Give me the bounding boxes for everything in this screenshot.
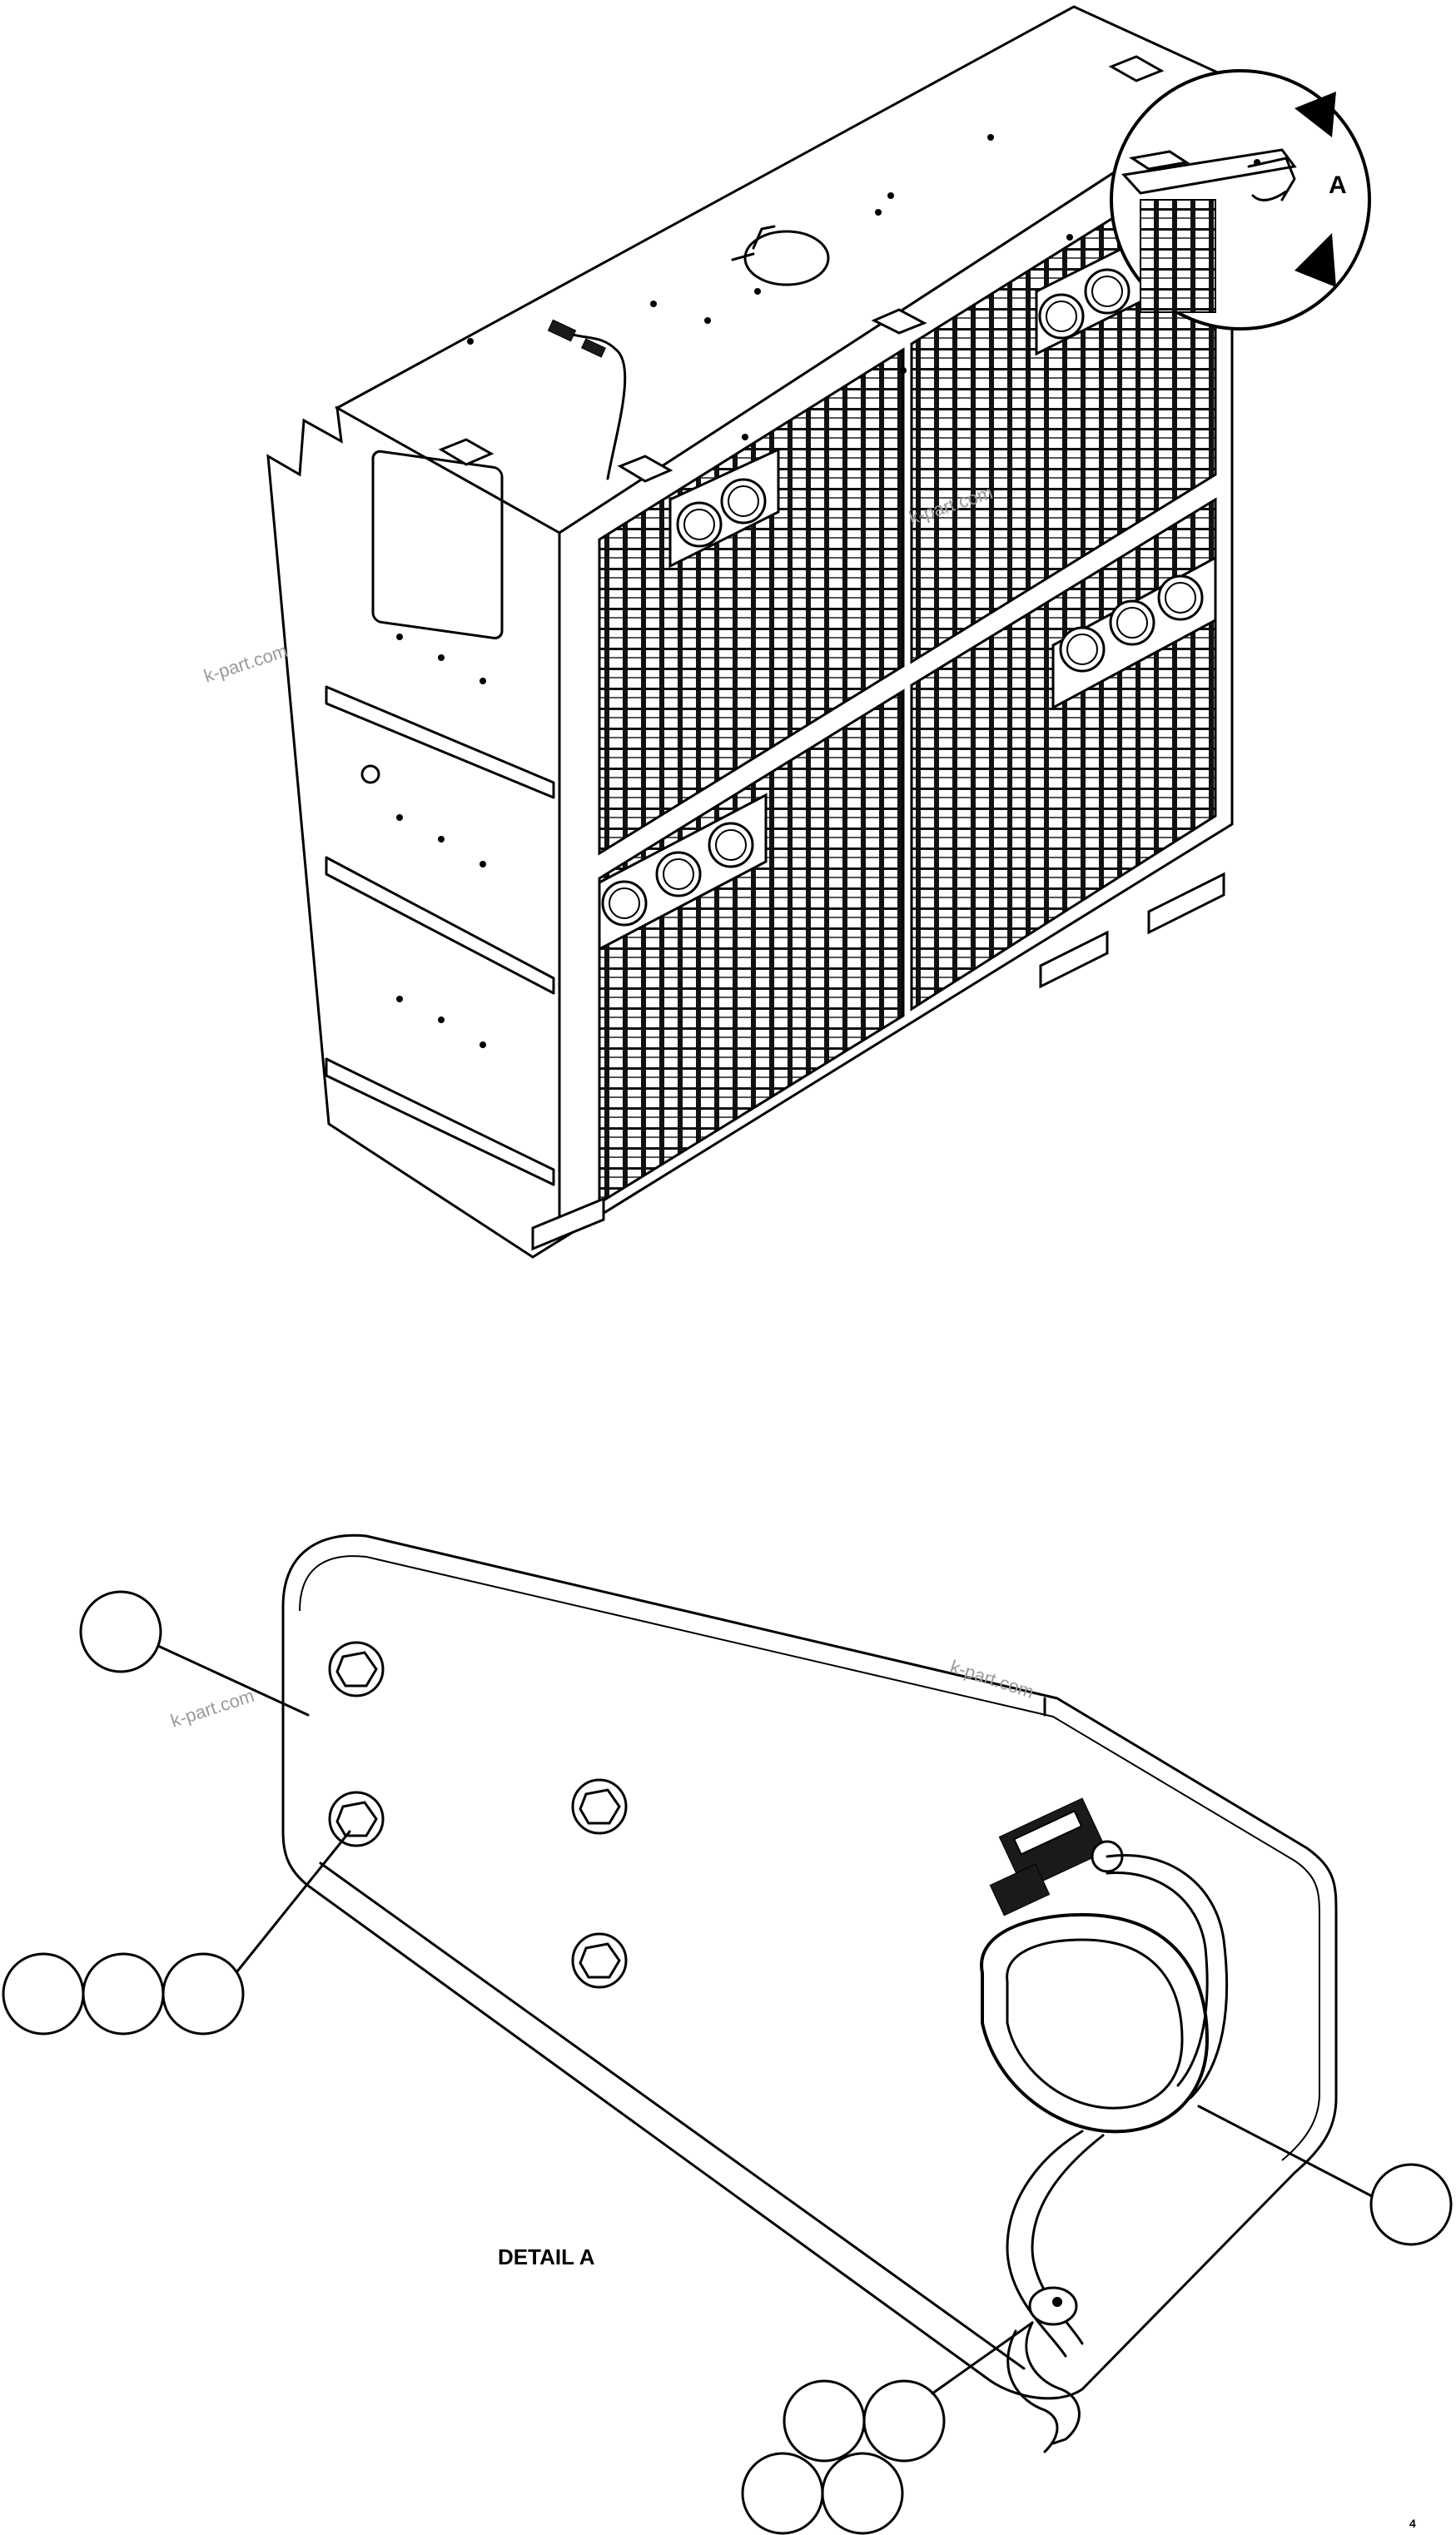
outlet-box-upper-left (668, 447, 780, 569)
harness-connector (547, 319, 577, 342)
bracket-plate-edge (319, 1861, 1026, 2370)
side-inspection-window (371, 450, 504, 639)
pigtail-wire (1006, 2329, 1059, 2453)
outlet-box-lower-left (598, 793, 768, 952)
mounting-bolt (328, 1641, 385, 1697)
bracket-plate (281, 1533, 1338, 2400)
sensor-harness (554, 327, 627, 480)
bottom-skid (1039, 930, 1109, 989)
side-panel (266, 405, 561, 1259)
top-panel-holes (467, 134, 1173, 440)
detail-arrow-icon (1294, 233, 1336, 287)
side-panel-holes (360, 634, 486, 1048)
core-lower-left (598, 688, 905, 1205)
callout-balloon (783, 2379, 866, 2463)
cap-pin (731, 225, 776, 261)
watermark: k-part.com (168, 1685, 257, 1732)
detail-a-view: DETAIL A (2, 1533, 1453, 2535)
leader-line (931, 2321, 1034, 2395)
side-rail (325, 685, 555, 799)
side-rail (325, 1057, 555, 1186)
detail-callout-content (1121, 148, 1297, 313)
wire-harness (1106, 1854, 1229, 2100)
radiator-assembly: A (266, 5, 1371, 1259)
harness-grommet-inner (1006, 1938, 1184, 2110)
leader-line (236, 1830, 351, 1973)
radiator-cap (743, 230, 830, 286)
callout-balloon (862, 2379, 946, 2463)
top-panel-tabs (438, 55, 1165, 483)
callout-balloon (79, 1590, 162, 1673)
mounting-bolt (571, 1932, 628, 1989)
side-rail (325, 856, 555, 995)
outlet-box-upper-right (1035, 235, 1146, 356)
harness-connector (581, 338, 606, 358)
bottom-skid (531, 1196, 605, 1251)
outlet-box-lower-right (1051, 555, 1217, 710)
mounting-bolt (571, 1778, 628, 1835)
bottom-skid (1147, 872, 1225, 935)
leader-line (1197, 2105, 1374, 2198)
wire-harness (1006, 2130, 1084, 2358)
harness-clip (1028, 2286, 1078, 2326)
bracket-plate-inner (299, 1555, 1320, 2161)
leader-line (158, 1645, 310, 1717)
detail-label: DETAIL A (498, 2244, 595, 2269)
watermark: k-part.com (201, 640, 291, 687)
page-mark: 4 (1409, 2517, 1416, 2530)
level-sensor (989, 1797, 1124, 1916)
core-upper-left (598, 347, 905, 856)
pigtail-wire (1025, 2321, 1081, 2445)
detail-arrow-icon (1294, 92, 1336, 137)
detail-marker: A (1329, 171, 1347, 199)
callout-balloon (82, 1952, 165, 2035)
callout-balloon (1369, 2163, 1453, 2246)
callout-balloon (2, 1952, 85, 2035)
mounting-bolt (328, 1791, 385, 1847)
harness-grommet (980, 1912, 1210, 2134)
callout-balloon (162, 1952, 245, 2035)
callout-balloon (821, 2452, 904, 2535)
wire-harness (1106, 1871, 1209, 2087)
callout-balloon (741, 2452, 824, 2535)
